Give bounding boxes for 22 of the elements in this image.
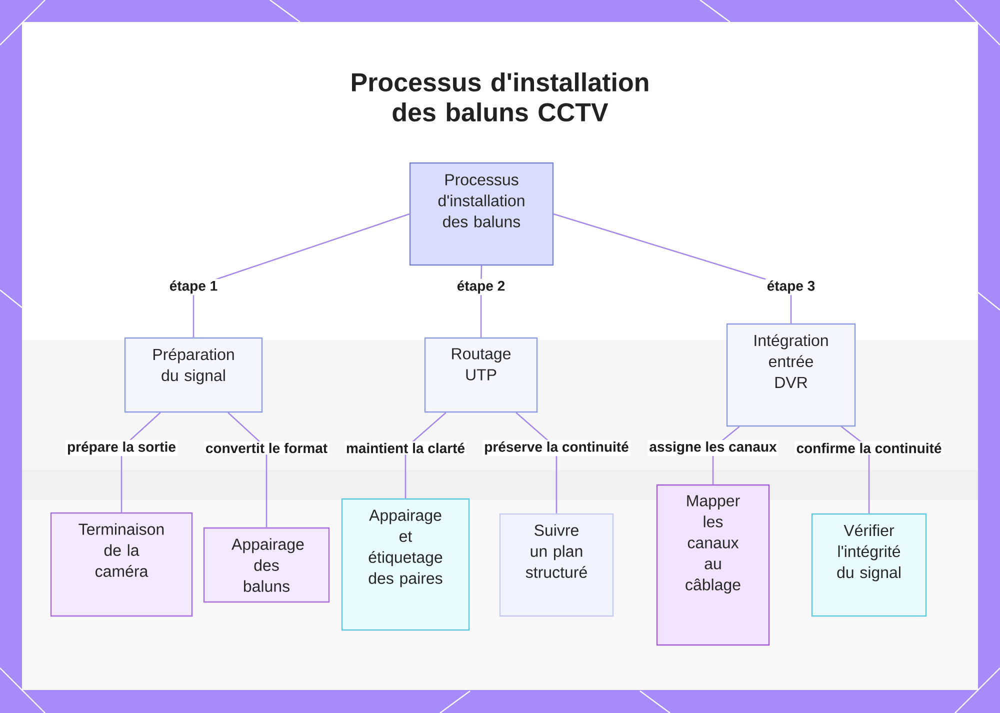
edge-label: étape 1 [170,280,218,294]
process-box: Terminaison de la caméra [50,512,193,617]
process-box: Routage UTP [424,337,538,413]
edge-label: convertit le format [206,442,328,454]
edge-label: prépare la sortie [68,441,176,455]
edge-label: assigne les canaux [650,441,777,455]
connector-line [228,412,268,528]
process-box: Appairage et étiquetage des paires [341,498,470,631]
edge-label: préserve la continuité [485,441,628,455]
edge-label: étape 3 [767,280,815,294]
process-box: Suivre un plan structuré [499,513,614,617]
process-box: Préparation du signal [124,337,263,413]
process-box: Mapper les canaux au câblage [656,484,770,646]
process-box: Vérifier l'intégrité du signal [811,513,927,617]
edge-label: maintient la clarté [346,442,465,454]
edge-label: confirme la continuité [796,442,942,454]
title: Processus d'installation des baluns CCTV [352,72,648,122]
process-box: Processus d'installation des baluns [409,162,554,266]
process-box: Appairage des baluns [203,527,330,603]
process-box: Intégration entrée DVR [726,323,856,427]
connector-line [192,213,410,338]
edge-label: étape 2 [457,280,505,294]
